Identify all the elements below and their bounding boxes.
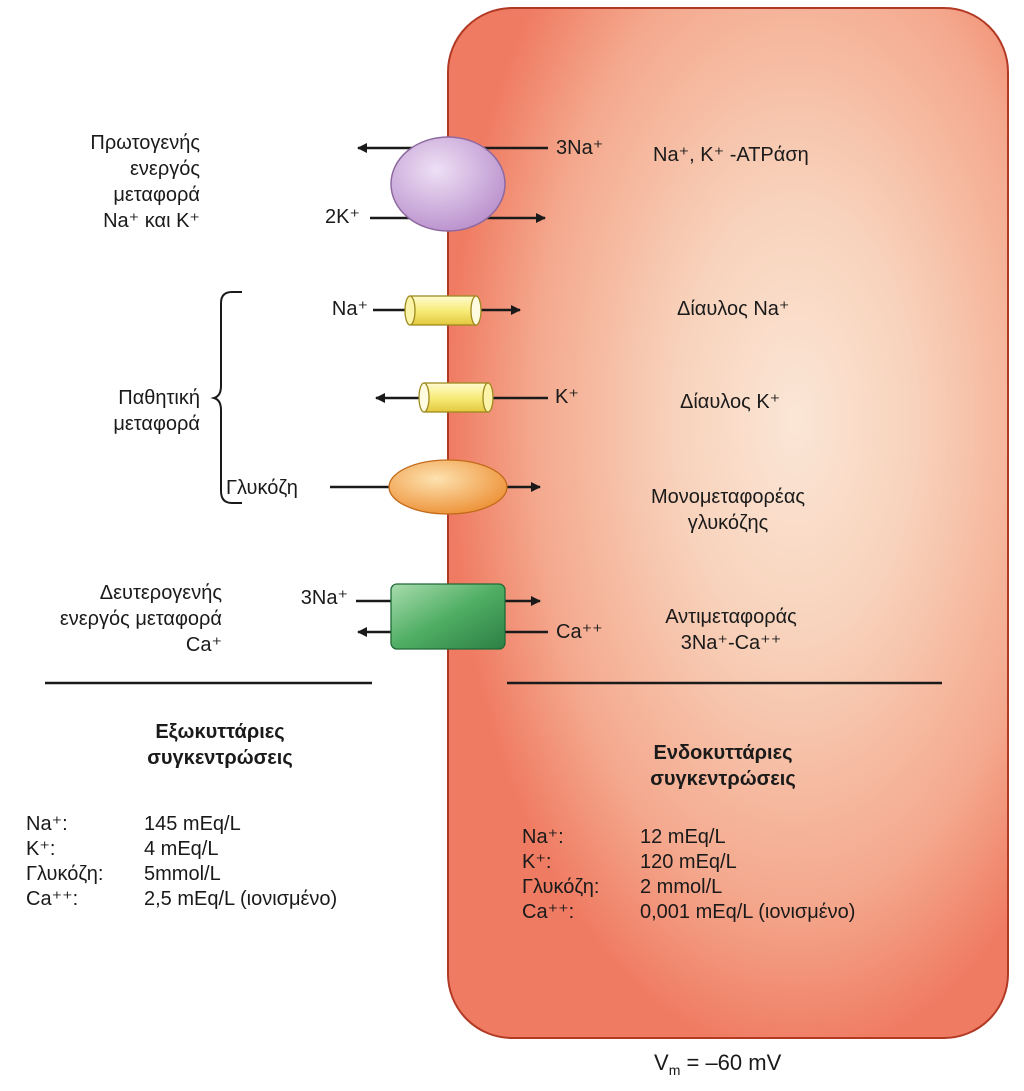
- extracellular-title-line-2: συγκεντρώσεις: [147, 747, 293, 769]
- intracellular-row: Na⁺: 12 mEq/L: [522, 825, 855, 850]
- antiporter-line-1: Αντιμεταφοράς: [665, 606, 797, 628]
- ion-name: Γλυκόζη:: [26, 863, 104, 885]
- intracellular-title: Ενδοκυττάριες συγκεντρώσεις: [613, 740, 833, 792]
- ion-name: Na⁺:: [26, 813, 68, 835]
- glucose-ion: Γλυκόζη: [226, 477, 298, 499]
- primary-active-line-2: ενεργός: [130, 158, 200, 180]
- ion-name: K⁺:: [26, 838, 56, 860]
- primary-active-label: Πρωτογενής ενεργός μεταφορά Na⁺ και K⁺: [90, 130, 200, 234]
- ion-name: Na⁺:: [522, 826, 564, 848]
- pump-na-ion: 3Na⁺: [556, 137, 604, 159]
- extracellular-row: K⁺: 4 mEq/L: [26, 837, 337, 862]
- secondary-active-label: Δευτερογενής ενεργός μεταφορά Ca⁺: [60, 580, 222, 658]
- na-channel-icon: [404, 295, 482, 326]
- ion-value: 145 mEq/L: [144, 813, 241, 835]
- ion-name: Ca⁺⁺:: [522, 901, 575, 923]
- glucose-uniporter-line-1: Μονομεταφορέας: [650, 486, 806, 508]
- intracellular-row: Γλυκόζη: 2 mmol/L: [522, 875, 855, 900]
- ion-value: 2,5 mEq/L (ιονισμένο): [144, 888, 338, 910]
- passive-line-1: Παθητική: [118, 387, 200, 409]
- extracellular-row: Ca⁺⁺: 2,5 mEq/L (ιονισμένο): [26, 887, 337, 912]
- membrane-potential: Vm = –60 mV: [654, 1050, 781, 1078]
- ion-name: Ca⁺⁺:: [26, 888, 79, 910]
- vm-subscript: m: [668, 1062, 681, 1078]
- ion-value: 2 mmol/L: [640, 876, 723, 898]
- extracellular-title: Εξωκυττάριες συγκεντρώσεις: [110, 719, 330, 771]
- ion-value: 120 mEq/L: [640, 851, 737, 873]
- vm-value: = –60 mV: [686, 1050, 782, 1075]
- extracellular-table: Na⁺: 145 mEq/L K⁺: 4 mEq/L Γλυκόζη: 5mmol/L…: [26, 812, 337, 912]
- ion-value: 4 mEq/L: [144, 838, 219, 860]
- passive-label: Παθητική μεταφορά: [113, 385, 200, 437]
- antiport-ca-ion: Ca⁺⁺: [556, 621, 603, 643]
- extracellular-row: Γλυκόζη: 5mmol/L: [26, 862, 337, 887]
- ion-name: Γλυκόζη:: [522, 876, 600, 898]
- ion-value: 12 mEq/L: [640, 826, 726, 848]
- pump-name: Na⁺, K⁺ -ATPάση: [653, 144, 809, 166]
- na-k-pump-icon: [390, 136, 506, 232]
- extracellular-title-line-1: Εξωκυττάριες: [155, 721, 285, 743]
- primary-active-line-3: μεταφορά: [113, 184, 200, 206]
- primary-active-line-4: Na⁺ και K⁺: [103, 210, 200, 232]
- antiporter-name: Αντιμεταφοράς 3Na⁺-Ca⁺⁺: [636, 604, 826, 656]
- passive-line-2: μεταφορά: [113, 413, 200, 435]
- pump-k-ion: 2K⁺: [324, 206, 360, 228]
- k-channel-name: Δίαυλος K⁺: [680, 391, 781, 413]
- antiporter-line-2: 3Na⁺-Ca⁺⁺: [680, 632, 782, 654]
- secondary-active-line-3: Ca⁺: [185, 634, 222, 656]
- intracellular-title-line-2: συγκεντρώσεις: [650, 768, 796, 790]
- glucose-uniporter-line-2: γλυκόζης: [687, 512, 769, 534]
- extracellular-row: Na⁺: 145 mEq/L: [26, 812, 337, 837]
- primary-active-line-1: Πρωτογενής: [90, 132, 200, 154]
- secondary-active-line-1: Δευτερογενής: [99, 582, 222, 604]
- cell-body: [447, 7, 1009, 1039]
- ion-value: 0,001 mEq/L (ιονισμένο): [640, 901, 856, 923]
- antiporter-icon: [390, 583, 506, 650]
- vm-symbol: V: [654, 1050, 669, 1075]
- intracellular-row: K⁺: 120 mEq/L: [522, 850, 855, 875]
- ion-name: K⁺:: [522, 851, 552, 873]
- passive-bracket: [210, 291, 242, 504]
- secondary-active-line-2: ενεργός μεταφορά: [59, 608, 222, 630]
- k-channel-ion: K⁺: [555, 386, 579, 408]
- glucose-uniporter-name: Μονομεταφορέας γλυκόζης: [628, 484, 828, 536]
- glucose-uniporter-icon: [388, 459, 508, 515]
- intracellular-title-line-1: Ενδοκυττάριες: [653, 742, 793, 764]
- k-channel-icon: [418, 382, 494, 413]
- antiport-na-ion: 3Na⁺: [300, 587, 348, 609]
- ion-value: 5mmol/L: [144, 863, 221, 885]
- intracellular-table: Na⁺: 12 mEq/L K⁺: 120 mEq/L Γλυκόζη: 2 mmol…: [522, 825, 855, 925]
- na-channel-name: Δίαυλος Na⁺: [677, 298, 790, 320]
- na-channel-ion: Na⁺: [331, 298, 368, 320]
- intracellular-row: Ca⁺⁺: 0,001 mEq/L (ιονισμένο): [522, 900, 855, 925]
